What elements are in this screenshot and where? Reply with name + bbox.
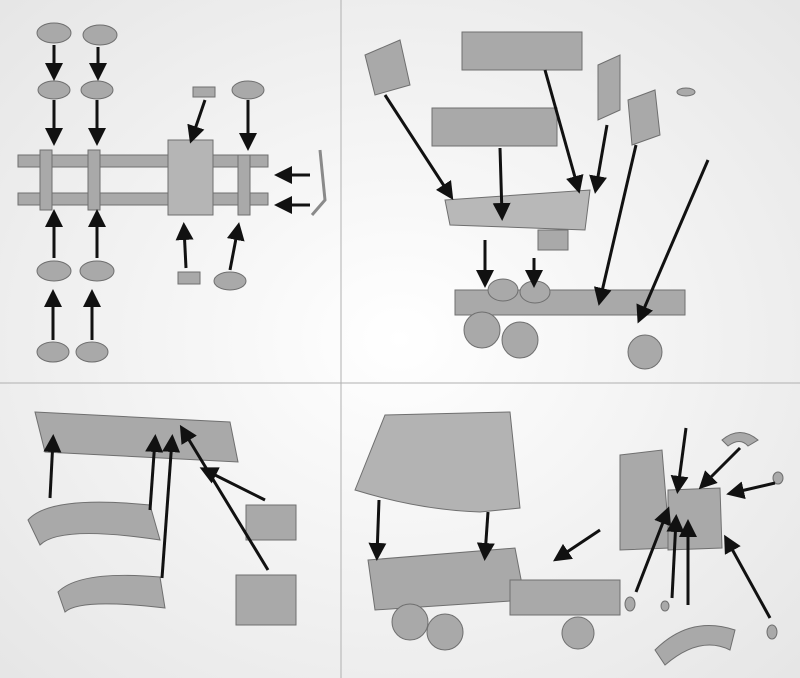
front-fender bbox=[654, 625, 736, 666]
small-part bbox=[177, 271, 201, 285]
front-panel bbox=[597, 54, 621, 121]
canopy bbox=[354, 411, 521, 513]
wheels bbox=[36, 22, 265, 363]
seat bbox=[627, 89, 661, 146]
arrows bbox=[44, 45, 310, 340]
arrows bbox=[383, 69, 710, 324]
panel-fenders-boxes bbox=[27, 411, 297, 626]
small-part bbox=[192, 86, 216, 98]
wheels bbox=[463, 278, 663, 370]
bed-underside bbox=[34, 411, 239, 463]
arrows bbox=[368, 427, 776, 619]
tool-box bbox=[245, 504, 297, 541]
panel-cargo-bed bbox=[364, 31, 710, 370]
storage-box bbox=[235, 574, 297, 626]
panel-cab-canopy bbox=[354, 411, 784, 666]
light bbox=[676, 87, 696, 97]
chassis-front bbox=[509, 579, 621, 616]
steering-rod bbox=[310, 149, 327, 216]
bed-floor bbox=[444, 189, 591, 231]
small-parts bbox=[624, 471, 784, 640]
fender bbox=[27, 501, 161, 546]
wheels bbox=[391, 603, 595, 651]
panel-chassis-wheels bbox=[17, 22, 327, 363]
arrows bbox=[43, 424, 270, 579]
side-rail bbox=[461, 31, 583, 71]
side-panel bbox=[364, 39, 411, 96]
box bbox=[537, 229, 569, 251]
cab bbox=[619, 449, 671, 551]
side-rail bbox=[431, 107, 558, 147]
chassis-frame bbox=[17, 139, 269, 216]
fender bbox=[57, 574, 166, 613]
fender-part bbox=[721, 432, 759, 447]
